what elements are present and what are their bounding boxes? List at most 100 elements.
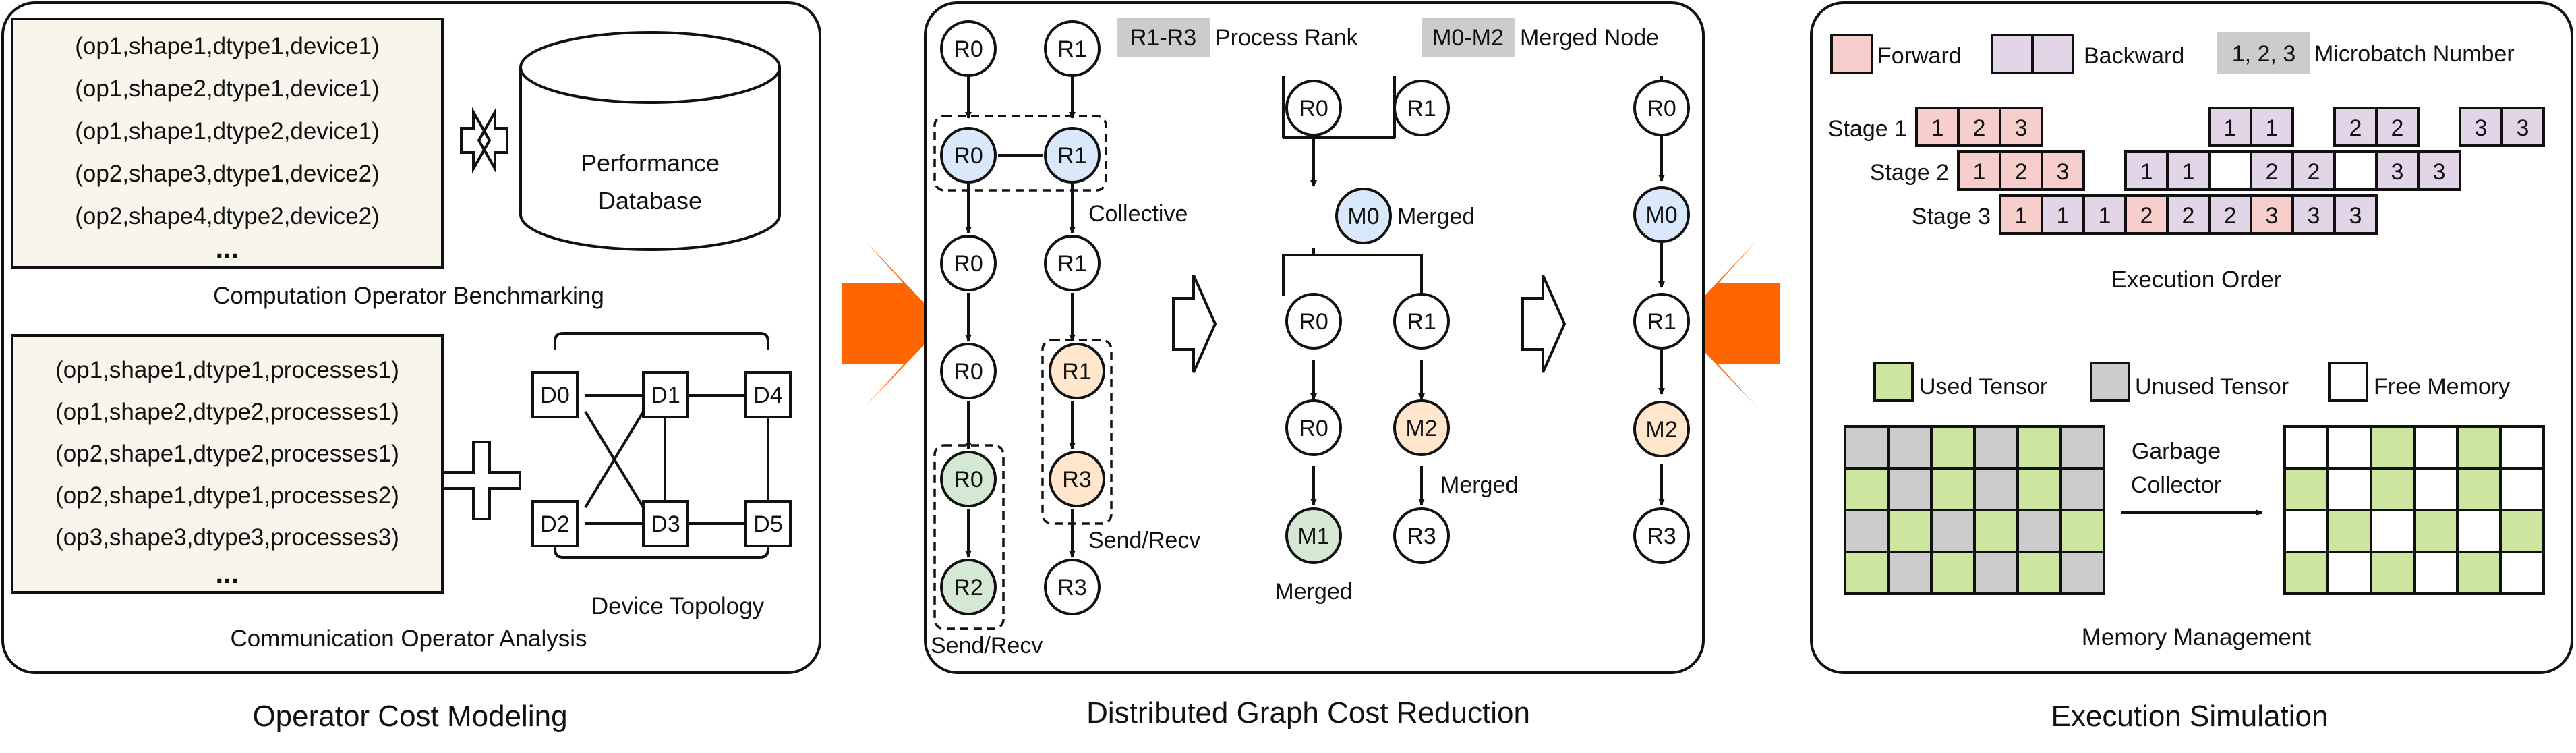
graph-node: [1044, 20, 1101, 77]
device-label-d5: D5: [753, 511, 782, 537]
node-label: R3: [1057, 575, 1086, 601]
pipeline-legend: Forward Backward 1, 2, 3 Microbatch Numb…: [1830, 32, 2515, 74]
memory-cell: [2413, 509, 2459, 553]
device-node-d1: [642, 371, 689, 418]
graph-node: [1044, 559, 1101, 615]
graph-node-merged: [1633, 186, 1690, 243]
schedule-cell: [2250, 194, 2294, 235]
graph-node-merged: [1633, 401, 1690, 457]
schedule-cell-label: 3: [2391, 159, 2404, 185]
memory-cell: [2326, 467, 2372, 511]
communication-analysis-box: (op1,shape1,dtype1,processes1) (op1,shap…: [11, 334, 444, 594]
schedule-cell-label: 1: [1931, 115, 1944, 141]
memory-cell: [2413, 467, 2459, 511]
node-label: M0: [1347, 204, 1379, 229]
orange-flow-arrow-right: [1678, 240, 1780, 408]
memory-cell: [2016, 551, 2062, 595]
schedule-cell-label: 1: [1973, 159, 1986, 185]
graph-node-merged: [1393, 399, 1450, 456]
device-node-d0: [531, 371, 579, 418]
forward-legend-text: Forward: [1877, 43, 1962, 69]
rank-tag-box: [1117, 18, 1210, 57]
memory-cell: [2456, 467, 2502, 511]
sendrecv-label-b: Send/Recv: [1088, 528, 1200, 553]
memory-cell: [2016, 509, 2062, 553]
performance-database-icon: Performance Database: [519, 31, 781, 251]
device-label-d3: D3: [651, 511, 680, 537]
device-label-d0: D0: [540, 383, 569, 408]
execution-simulation-panel: Forward Backward 1, 2, 3 Microbatch Numb…: [1810, 1, 2573, 674]
memory-legend: Used Tensor Unused Tensor Free Memory: [1873, 362, 2510, 402]
node-label: R0: [954, 359, 983, 385]
schedule-cell: [2124, 150, 2169, 191]
node-label: R1: [1057, 36, 1086, 62]
memory-cell: [2499, 467, 2545, 511]
schedule-cell-label: 2: [1973, 115, 1986, 141]
collective-group-outline: [933, 115, 1107, 192]
middle-legend: R1-R3 Process Rank M0-M2 Merged Node: [1117, 18, 1659, 57]
schedule-cell: [1999, 150, 2043, 191]
device-node-d2: [531, 500, 579, 547]
memory-cell: [1930, 551, 1976, 595]
memory-cell: [2326, 509, 2372, 553]
schedule-cell-label: 1: [2057, 203, 2070, 229]
memory-grid-after: [2283, 425, 2545, 595]
node-label: R0: [954, 251, 983, 277]
device-label-d4: D4: [753, 383, 782, 408]
schedule-cell: [2124, 194, 2169, 235]
schedule-cell-label: 2: [2182, 203, 2195, 229]
memory-cell: [2059, 509, 2105, 553]
transition-arrow-2: [1521, 275, 1567, 373]
node-label: R3: [1407, 524, 1436, 549]
graph-node: [940, 20, 997, 77]
memory-cell: [2059, 551, 2105, 595]
graph-node: [1285, 399, 1342, 456]
node-label: R0: [954, 467, 983, 493]
graph-node: [1633, 507, 1690, 564]
communication-list-box: [11, 334, 444, 594]
node-label: R3: [1062, 467, 1091, 493]
memory-grid-before: [1844, 425, 2105, 595]
merge-tag-text: M0-M2: [1432, 25, 1504, 51]
comp-entry-2: (op1,shape2,dtype1,device1): [75, 76, 379, 102]
node-label: R0: [1299, 416, 1328, 441]
schedule-cell: [2166, 150, 2211, 191]
schedule-cell-label: 2: [2349, 115, 2362, 141]
memory-cell: [2326, 551, 2372, 595]
memory-cell: [2326, 425, 2372, 470]
comm-entry-5: (op3,shape3,dtype3,processes3): [55, 524, 399, 551]
graph-node: [940, 343, 997, 399]
rank-legend-text: Process Rank: [1215, 25, 1359, 51]
memory-cell: [1844, 509, 1890, 553]
stage-label-1: Stage 1: [1828, 116, 1907, 142]
schedule-cell-label: 3: [2433, 159, 2446, 185]
memory-cell: [2499, 509, 2545, 553]
rank-column-2: R1 R1 R1 R1 R3 R3: [1044, 20, 1105, 615]
memory-cell: [1973, 425, 2019, 470]
memory-cell: [2456, 425, 2502, 470]
plus-icon: [442, 441, 521, 520]
memory-cell: [2283, 509, 2329, 553]
transition-arrow-1: [1172, 275, 1217, 373]
comp-entry-3: (op1,shape1,dtype2,device1): [75, 118, 379, 144]
unused-tensor-text: Unused Tensor: [2135, 374, 2289, 399]
graph-node: [1285, 293, 1342, 350]
gc-label-line2: Collector: [2131, 472, 2221, 498]
memory-cell: [1887, 509, 1933, 553]
node-label: R2: [954, 575, 983, 601]
node-label: R0: [1299, 309, 1328, 335]
schedule-cell-label: 3: [2517, 115, 2529, 141]
graph-node: [1633, 293, 1690, 350]
memory-cell: [1930, 509, 1976, 553]
comm-ellipsis: ...: [215, 557, 239, 589]
device-node-d3: [642, 500, 689, 547]
memory-cell: [2456, 509, 2502, 553]
memory-cell: [2499, 425, 2545, 470]
comp-entry-1: (op1,shape1,dtype1,device1): [75, 33, 379, 59]
schedule-cell: [1957, 150, 2001, 191]
memory-cell: [2283, 425, 2329, 470]
device-node-d5: [744, 500, 792, 547]
schedule-cell-label: 1: [2099, 203, 2111, 229]
free-memory-swatch: [2328, 362, 2368, 402]
